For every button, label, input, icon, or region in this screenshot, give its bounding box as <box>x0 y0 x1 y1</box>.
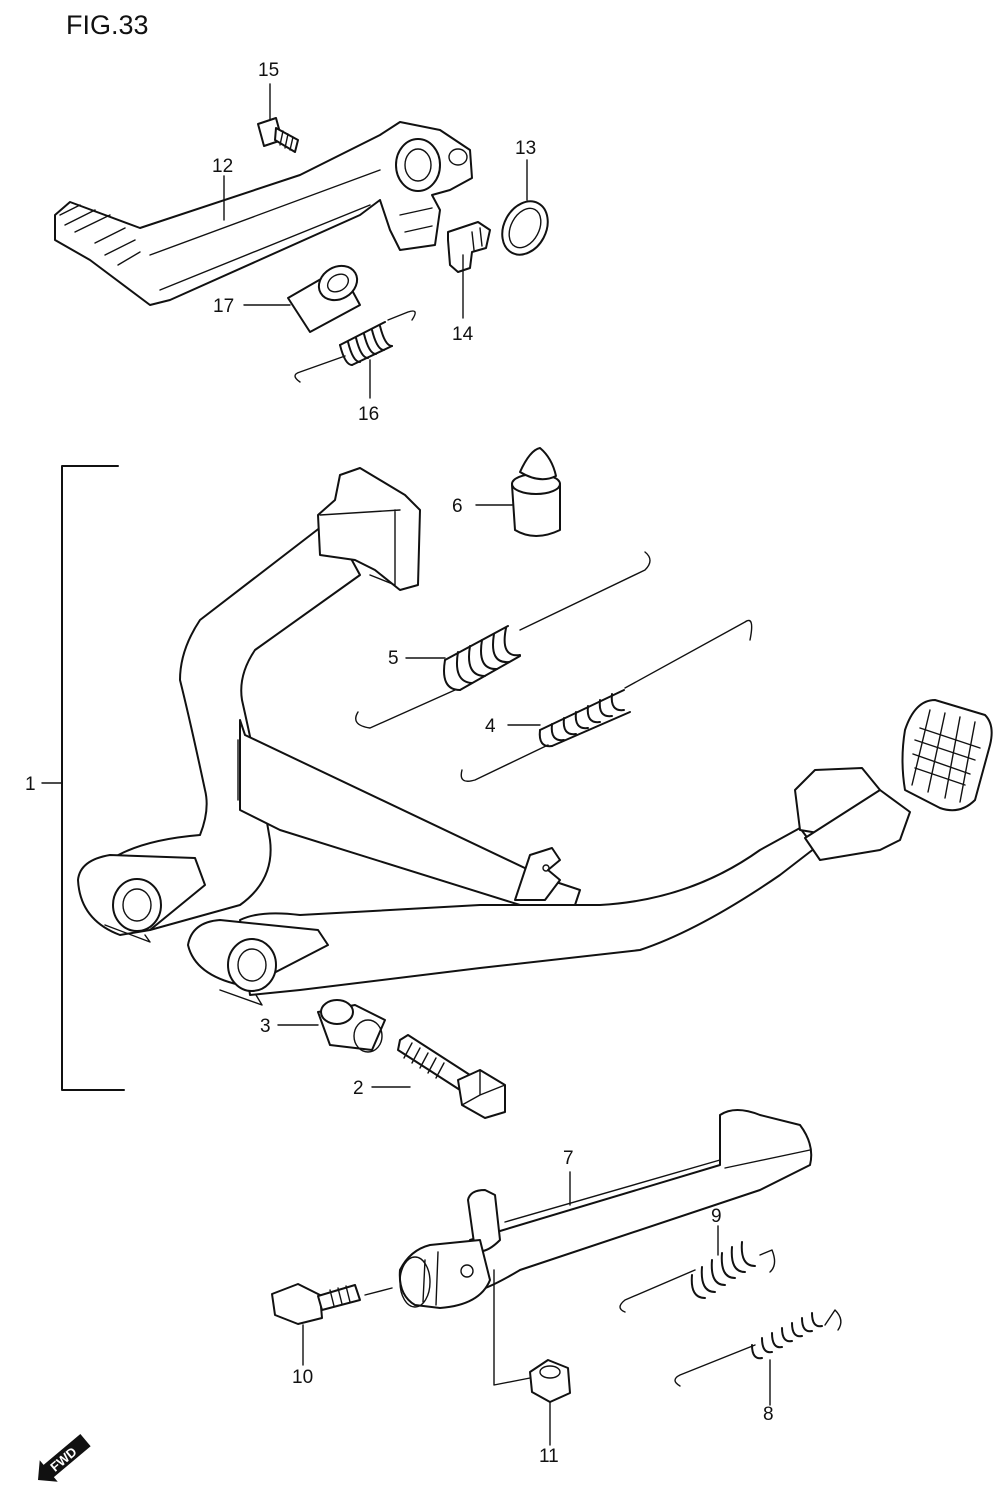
part-15-bolt <box>257 117 299 153</box>
part-8-spring <box>674 1309 842 1387</box>
callout-3: 3 <box>260 1016 271 1037</box>
part-12-pedal-arm <box>54 121 473 306</box>
callout-11: 11 <box>539 1446 559 1467</box>
part-4-spring <box>460 619 753 782</box>
callout-14: 14 <box>452 324 474 345</box>
part-11-nut <box>493 1269 571 1403</box>
callout-7: 7 <box>563 1148 574 1169</box>
forward-arrow-icon: FWD <box>38 1434 91 1482</box>
callout-17: 17 <box>213 296 234 317</box>
callout-10: 10 <box>292 1367 313 1388</box>
callout-13: 13 <box>515 138 536 159</box>
callout-16: 16 <box>358 404 379 425</box>
callout-12: 12 <box>212 156 233 177</box>
part-3-collar <box>317 999 386 1053</box>
part-6-stopper <box>511 447 561 537</box>
part-2-bolt <box>397 1034 506 1119</box>
callout-9: 9 <box>711 1206 722 1227</box>
part-16-spring <box>294 310 416 383</box>
part-7-side-stand <box>398 1109 813 1309</box>
callout-leaders <box>41 83 771 1446</box>
callout-labels: 15 12 13 14 17 16 6 5 4 1 3 2 7 9 8 10 1… <box>25 60 774 1467</box>
callout-5: 5 <box>388 648 399 669</box>
part-10-bolt <box>271 1283 393 1325</box>
callout-1: 1 <box>25 774 36 795</box>
callout-4: 4 <box>485 716 496 737</box>
callout-2: 2 <box>353 1078 364 1099</box>
callout-6: 6 <box>452 496 463 517</box>
part-1-center-stand <box>77 467 993 1006</box>
part-9-spring <box>619 1241 776 1313</box>
part-14-clip <box>447 221 491 273</box>
part-13-washer <box>501 200 549 256</box>
callout-8: 8 <box>763 1404 774 1425</box>
part-17-collar <box>287 264 361 333</box>
part-1-group-bracket <box>61 465 125 1091</box>
figure-title: FIG.33 <box>66 10 149 40</box>
callout-15: 15 <box>258 60 279 81</box>
part-5-spring <box>355 551 651 729</box>
